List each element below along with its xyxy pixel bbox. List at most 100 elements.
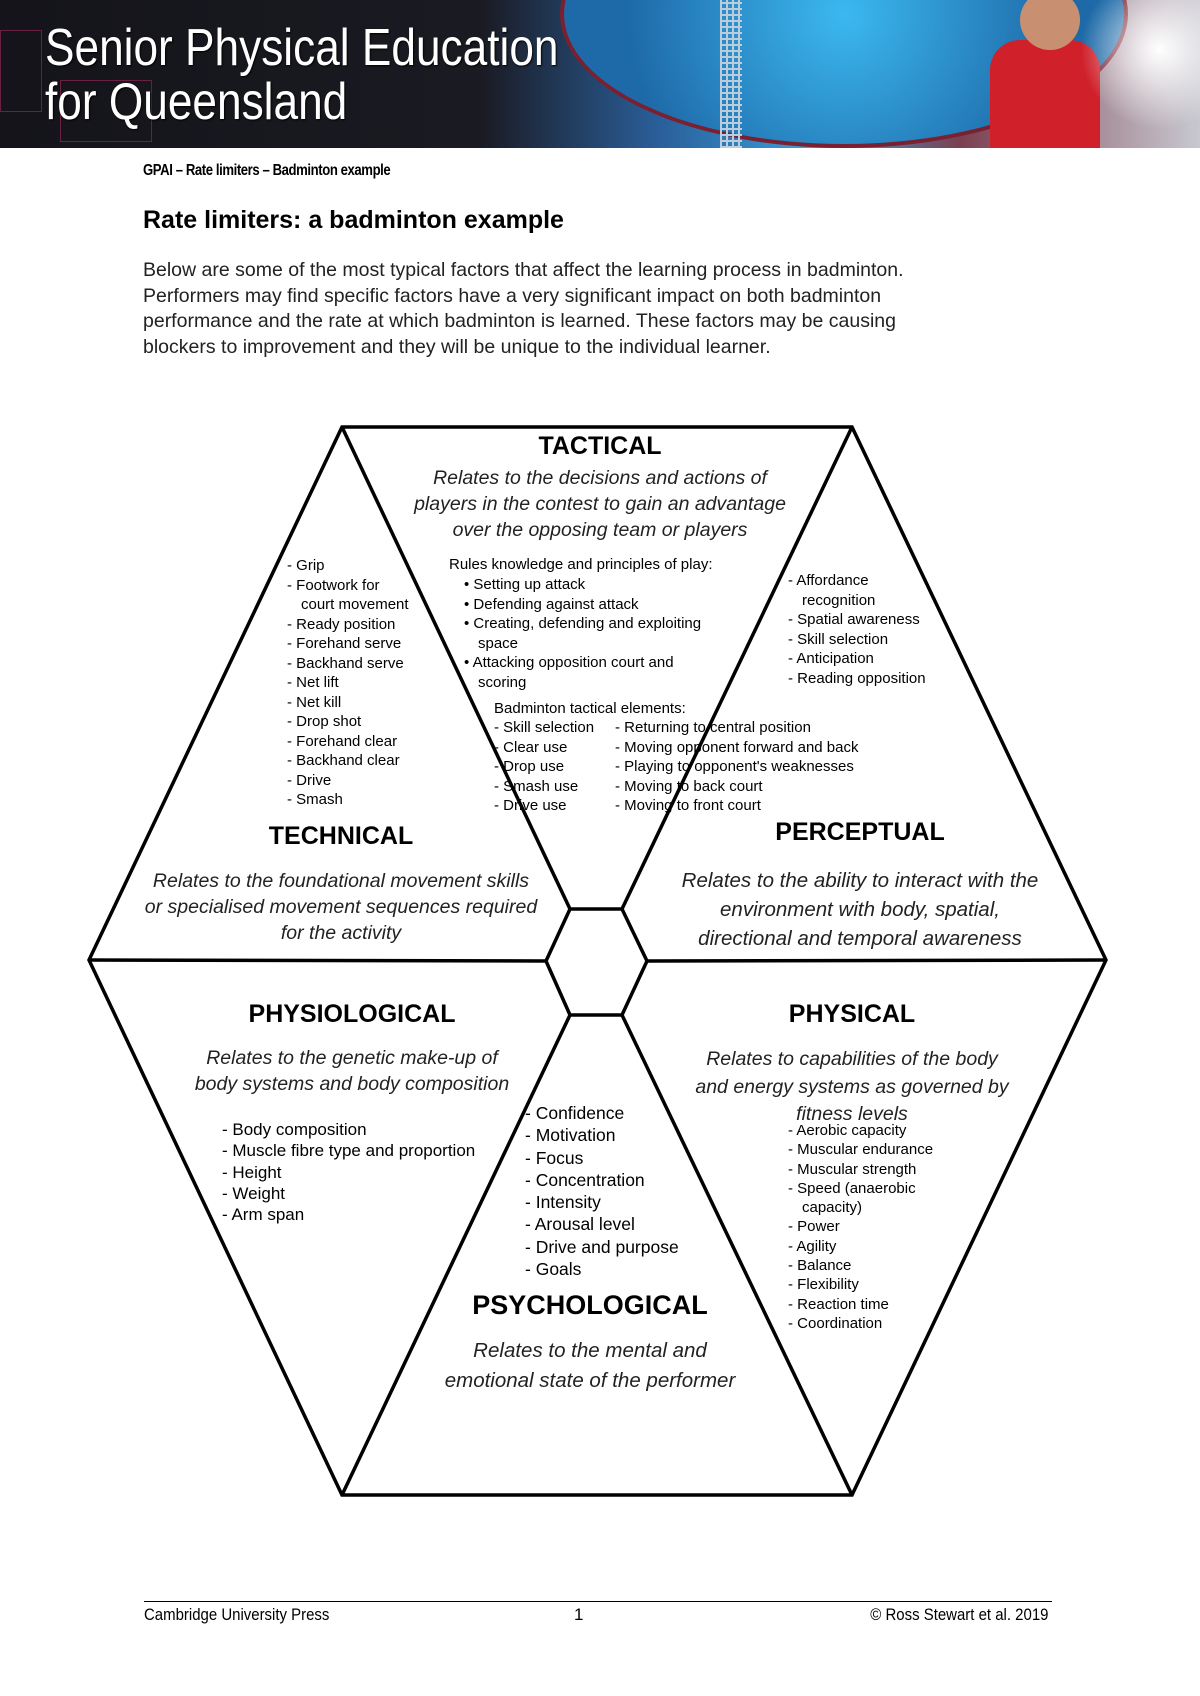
- description-line: environment with body, spatial,: [720, 898, 1000, 921]
- description-line: Relates to capabilities of the body: [706, 1048, 998, 1070]
- list-item: Net kill: [287, 693, 409, 713]
- divider-line: [620, 1014, 854, 1496]
- list-item: Motivation: [525, 1124, 679, 1146]
- physical-title: PHYSICAL: [788, 1000, 916, 1028]
- list-item: Weight: [222, 1183, 475, 1204]
- list-item: Drive and purpose: [525, 1236, 679, 1258]
- list-item: Setting up attack: [464, 575, 701, 595]
- list-item: Muscle fibre type and proportion: [222, 1140, 475, 1161]
- list-item: Height: [222, 1162, 475, 1183]
- list-item: Drive: [287, 771, 409, 791]
- list-item: Goals: [525, 1258, 679, 1280]
- technical-title: TECHNICAL: [268, 822, 414, 850]
- list-item: Intensity: [525, 1191, 679, 1213]
- list-item: Arm span: [222, 1204, 475, 1225]
- list-item: Net lift: [287, 673, 409, 693]
- list-item: Concentration: [525, 1169, 679, 1191]
- list-item: Attacking opposition court and: [464, 653, 701, 673]
- banner: Senior Physical Education for Queensland: [0, 0, 1200, 148]
- tactical-elements-col2: Returning to central positionMoving oppo…: [615, 718, 859, 816]
- list-item: recognition: [802, 591, 876, 609]
- description-line: directional and temporal awareness: [698, 927, 1022, 950]
- list-item: Affordance: [788, 571, 926, 591]
- list-item: Creating, defending and exploiting: [464, 614, 701, 634]
- list-item: Anticipation: [788, 649, 926, 669]
- list-item: Skill selection: [788, 630, 926, 650]
- list-item: Arousal level: [525, 1213, 679, 1235]
- document-label: GPAI – Rate limiters – Badminton example: [143, 162, 391, 179]
- physiological-description: Relates to the genetic make-up of body sy…: [195, 1045, 509, 1097]
- divider-line: [620, 426, 854, 910]
- intro-line: blockers to improvement and they will be…: [143, 335, 771, 358]
- description-line: and energy systems as governed by: [695, 1075, 1009, 1098]
- description-line: or specialised movement sequences requir…: [144, 896, 538, 918]
- list-item: Smash use: [494, 777, 594, 797]
- page-title: Rate limiters: a badminton example: [143, 206, 564, 234]
- intro-line: Below are some of the most typical facto…: [143, 259, 904, 281]
- description-line: body systems and body composition: [194, 1073, 510, 1095]
- tactical-rules-list: Setting up attack Defending against atta…: [464, 575, 702, 692]
- list-item: Agility: [788, 1237, 933, 1256]
- list-item: Defending against attack: [464, 595, 701, 615]
- inner-hexagon: [544, 907, 649, 1017]
- list-item: Drop shot: [287, 712, 409, 732]
- divider-line: [88, 958, 547, 963]
- banner-title: for Queensland: [45, 73, 348, 131]
- banner-image: [1020, 0, 1080, 50]
- list-item: Forehand clear: [287, 732, 409, 752]
- physiological-list: Body compositionMuscle fibre type and pr…: [222, 1119, 475, 1225]
- list-item: Spatial awareness: [788, 610, 926, 630]
- list-item: Drop use: [494, 757, 594, 777]
- rules-label: Rules knowledge and principles of play:: [449, 556, 713, 573]
- list-item: Ready position: [287, 615, 409, 635]
- list-item: Moving to back court: [615, 777, 859, 797]
- list-item: Forehand serve: [287, 634, 409, 654]
- description-line: Relates to the ability to interact with …: [681, 869, 1039, 892]
- elements-label: Badminton tactical elements:: [494, 700, 686, 717]
- physical-list: Aerobic capacityMuscular enduranceMuscul…: [788, 1121, 933, 1333]
- banner-image: [720, 0, 742, 148]
- perceptual-list: AffordancerecognitionSpatial awarenessSk…: [788, 571, 926, 688]
- footer-publisher: Cambridge University Press: [144, 1605, 330, 1624]
- list-item: Skill selection: [494, 718, 594, 738]
- list-item: Aerobic capacity: [788, 1121, 933, 1140]
- list-item: Focus: [525, 1147, 679, 1169]
- list-item: capacity): [802, 1199, 863, 1217]
- psychological-list: ConfidenceMotivationFocusConcentrationIn…: [525, 1102, 679, 1280]
- list-item: Flexibility: [788, 1275, 933, 1294]
- list-item: Footwork for: [287, 576, 409, 596]
- intro-line: Performers may find specific factors hav…: [143, 284, 882, 307]
- list-item: Body composition: [222, 1119, 475, 1140]
- list-item: Grip: [287, 556, 409, 576]
- description-line: over the opposing team or players: [452, 519, 748, 541]
- footer-divider: [144, 1601, 1052, 1602]
- decoration: [60, 80, 152, 142]
- list-item: Drive use: [494, 796, 594, 816]
- list-item: court movement: [301, 596, 409, 613]
- divider-line: [340, 426, 572, 910]
- list-item: Returning to central position: [615, 718, 859, 738]
- physical-description: Relates to capabilities of the body and e…: [695, 1046, 1008, 1129]
- description-line: Relates to the genetic make-up of: [206, 1047, 498, 1069]
- intro-paragraph: Below are some of the most typical facto…: [143, 258, 904, 360]
- list-item: Backhand serve: [287, 654, 409, 674]
- list-item: Speed (anaerobic: [788, 1179, 933, 1198]
- description-line: emotional state of the performer: [444, 1369, 736, 1392]
- list-item: scoring: [478, 673, 527, 691]
- technical-description: Relates to the foundational movement ski…: [145, 868, 537, 946]
- description-line: Relates to the mental and: [473, 1339, 707, 1362]
- list-item: Clear use: [494, 738, 594, 758]
- list-item: Reaction time: [788, 1295, 933, 1314]
- page-number: 1: [574, 1605, 584, 1624]
- list-item: Muscular endurance: [788, 1140, 933, 1159]
- physiological-title: PHYSIOLOGICAL: [248, 1000, 456, 1028]
- list-item: Coordination: [788, 1314, 933, 1333]
- description-line: Relates to the decisions and actions of: [433, 467, 767, 489]
- description-line: Relates to the foundational movement ski…: [152, 870, 530, 892]
- list-item: Playing to opponent's weaknesses: [615, 757, 859, 777]
- tactical-elements-col1: Skill selectionClear useDrop useSmash us…: [494, 718, 594, 816]
- description-line: fitness levels: [796, 1103, 908, 1125]
